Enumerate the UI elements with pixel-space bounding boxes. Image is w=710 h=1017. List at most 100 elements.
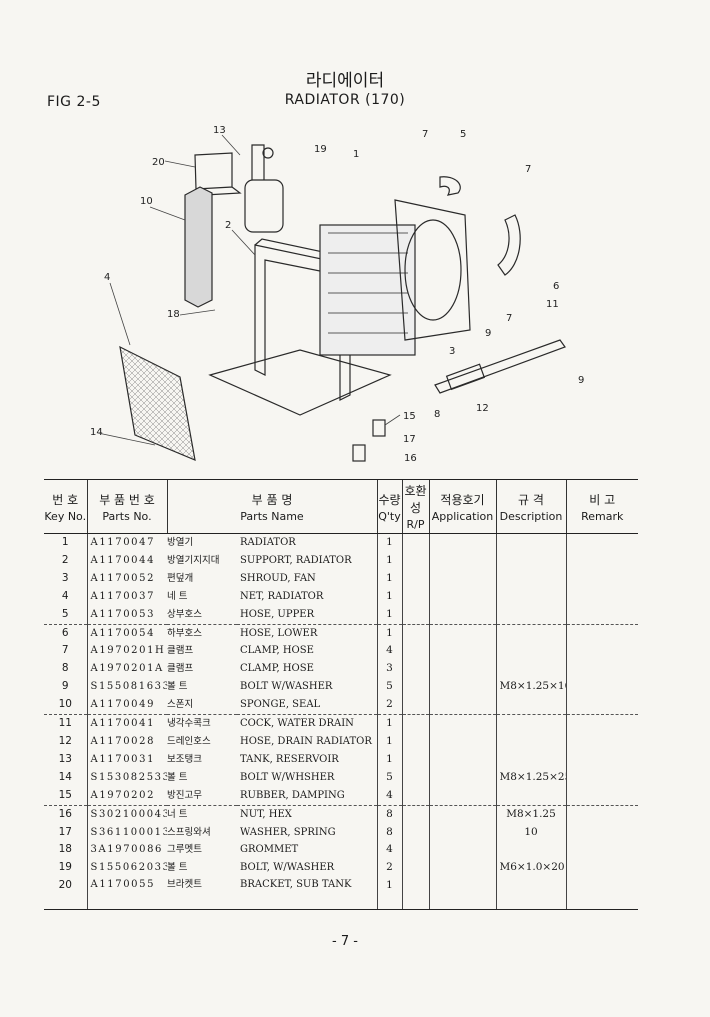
page-number: - 7 - (332, 934, 358, 949)
english-name-cell: GROMMET (240, 844, 299, 856)
remark-cell (565, 587, 638, 606)
application-cell (428, 678, 496, 697)
qty-cell: 1 (376, 624, 402, 643)
rp-cell (401, 859, 429, 878)
upper-hose-drawing (439, 176, 461, 196)
rp-cell (401, 768, 429, 787)
key-cell: 9 (61, 680, 69, 693)
remark-cell (565, 859, 638, 878)
part-number-cell: A1970201H (86, 642, 167, 661)
part-number-cell: A1170053 (86, 605, 167, 625)
callout: 8 (434, 409, 440, 420)
key-cell: 2 (61, 553, 69, 566)
korean-name-cell: 네 트 (167, 590, 188, 602)
qty-cell: 8 (376, 823, 402, 842)
part-number-cell: A1170049 (86, 696, 167, 716)
reservoir-tank-drawing (244, 179, 284, 233)
korean-name-cell: 하부호스 (167, 627, 202, 639)
description-cell: M6×1.0×20 (495, 859, 566, 878)
fan-shroud-drawing (394, 199, 471, 341)
remark-cell (565, 642, 638, 661)
description-cell: M8×1.25×16 (495, 678, 566, 697)
base-plate-drawing (208, 349, 392, 416)
application-cell (428, 859, 496, 878)
english-name-cell: SPONGE, SEAL (237, 696, 377, 716)
qty-cell: 5 (376, 768, 402, 787)
key-cell: 14 (58, 770, 72, 783)
remark-cell (565, 678, 638, 697)
korean-name-cell: 볼 트 (167, 681, 188, 693)
remark-cell (565, 841, 638, 860)
korean-name-cell: 상부호스 (167, 605, 237, 625)
key-cell: 11 (58, 717, 72, 730)
exploded-view-diagram: 13 20 19 1 7 5 7 10 2 6 4 11 18 9 7 9 3 … (90, 125, 584, 464)
english-name-cell: HOSE, UPPER (237, 605, 377, 625)
remark-cell (565, 696, 638, 716)
qty-cell: 1 (376, 605, 402, 625)
qty-cell: 1 (376, 587, 402, 606)
callout: 7 (525, 164, 531, 175)
qty-cell: 2 (376, 859, 402, 878)
english-name-cell: COCK, WATER DRAIN (240, 718, 354, 730)
english-name-cell: NET, RADIATOR (240, 590, 324, 602)
callout: 5 (460, 129, 466, 140)
callout: 12 (476, 403, 489, 414)
part-number-cell: 3A1970086 (86, 841, 167, 860)
english-name-cell: BOLT W/WASHER (240, 681, 333, 693)
remark-cell (565, 660, 638, 679)
part-number-cell: A1170054 (86, 624, 167, 643)
callout: 10 (140, 196, 153, 207)
application-cell (428, 786, 496, 806)
callout: 15 (403, 411, 416, 422)
part-number-cell: A1170044 (86, 551, 167, 570)
description-cell (495, 841, 566, 860)
radiator-net-drawing (119, 345, 196, 461)
english-name-cell: SUPPORT, RADIATOR (240, 554, 352, 566)
callout: 4 (104, 272, 110, 283)
key-cell: 16 (58, 807, 72, 820)
key-cell: 19 (58, 861, 72, 874)
key-cell: 17 (58, 825, 72, 838)
callout: 2 (225, 220, 231, 231)
english-name-cell: BRACKET, SUB TANK (237, 877, 377, 911)
description-cell (495, 714, 566, 733)
description-cell (495, 696, 566, 716)
part-number-cell: S302100043 (86, 805, 167, 824)
title-korean: 라디에이터 (305, 71, 385, 91)
description-cell (495, 732, 566, 751)
english-name-cell: HOSE, LOWER (240, 627, 318, 639)
korean-name-cell: 냉각수콕크 (167, 718, 211, 730)
part-number-cell: A1170055 (86, 877, 167, 911)
remark-cell (565, 551, 638, 570)
remark-cell (565, 768, 638, 787)
application-cell (428, 750, 496, 769)
remark-cell (565, 714, 638, 733)
remark-cell (565, 786, 638, 806)
application-cell (428, 642, 496, 661)
description-cell (495, 642, 566, 661)
part-number-cell: S153082533 (86, 768, 167, 787)
korean-name-cell: 방열기지지대 (167, 554, 220, 566)
part-number-cell: A1970202 (86, 786, 167, 806)
qty-cell: 1 (376, 533, 402, 552)
key-cell: 3 (61, 571, 69, 584)
application-cell (428, 660, 496, 679)
rp-cell (401, 642, 429, 661)
korean-name-cell: 브라켓트 (167, 877, 237, 911)
qty-cell: 1 (376, 569, 402, 588)
key-cell: 4 (61, 589, 69, 602)
korean-name-cell: 클램프 (167, 645, 194, 657)
key-cell: 5 (44, 605, 87, 625)
korean-name-cell: 편덮개 (167, 572, 194, 584)
description-cell (495, 551, 566, 570)
korean-name-cell: 너 트 (167, 808, 188, 820)
english-name-cell: HOSE, DRAIN RADIATOR (240, 735, 372, 747)
rp-cell (401, 660, 429, 679)
qty-cell: 4 (376, 642, 402, 661)
